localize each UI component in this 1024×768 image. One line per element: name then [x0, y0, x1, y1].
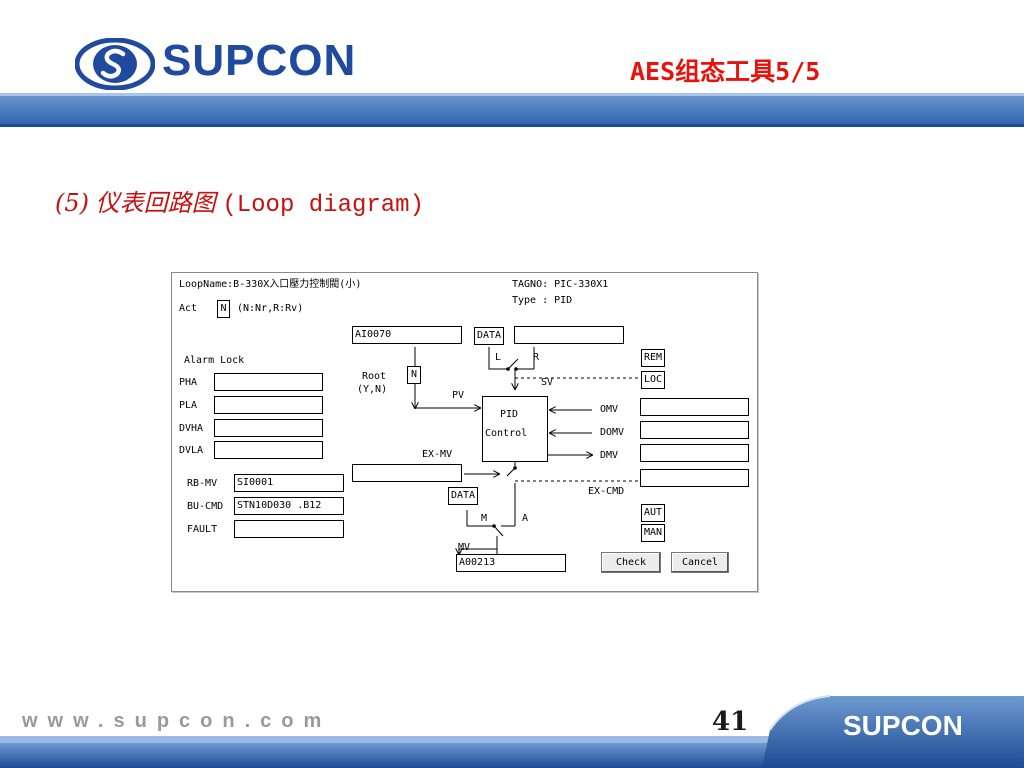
footer-band	[0, 695, 1024, 768]
loc-button[interactable]: LOC	[641, 371, 666, 389]
dvla-field[interactable]	[214, 441, 323, 459]
data-field[interactable]	[514, 326, 624, 344]
root-label: Root	[362, 371, 387, 382]
bu-cmd-label: BU-CMD	[187, 501, 224, 512]
bu-cmd-field[interactable]: STN10D030 .B12	[234, 497, 344, 515]
header-band-highlight	[0, 93, 1024, 96]
remote-label: R	[533, 352, 540, 363]
footer-brand: SUPCON	[843, 710, 963, 741]
pha-label: PHA	[179, 377, 198, 388]
omv-field[interactable]	[640, 398, 749, 416]
man-button[interactable]: MAN	[641, 524, 666, 542]
supcon-logo-icon	[75, 38, 155, 90]
dmv-field[interactable]	[640, 444, 749, 462]
mv-output-field[interactable]: A00213	[456, 554, 566, 572]
rb-mv-field[interactable]: SI0001	[234, 474, 344, 492]
pid-title: PID	[500, 409, 519, 420]
pha-field[interactable]	[214, 373, 323, 391]
root-hint: (Y,N)	[357, 384, 388, 395]
loop-name: LoopName:B-330X入口壓力控制閥(小)	[179, 279, 362, 290]
dvla-label: DVLA	[179, 445, 204, 456]
act-hint: (N:Nr,R:Rv)	[237, 303, 304, 314]
sv-label: SV	[541, 377, 554, 388]
omv-label: OMV	[600, 404, 619, 415]
ex-cmd-label: EX-CMD	[588, 486, 625, 497]
dmv-label: DMV	[600, 450, 619, 461]
page-number: 41	[712, 707, 749, 737]
ex-cmd-field[interactable]	[640, 469, 749, 487]
pid-control-block	[482, 396, 548, 462]
domv-label: DOMV	[600, 427, 625, 438]
pid-control-label: Control	[485, 428, 528, 439]
dvha-field[interactable]	[214, 419, 323, 437]
section-title-en: (Loop diagram)	[222, 192, 424, 219]
data2-tag: DATA	[448, 487, 479, 505]
auto-label: A	[522, 513, 529, 524]
fault-field[interactable]	[234, 520, 344, 538]
data-tag: DATA	[474, 327, 505, 345]
brand-name: SUPCON	[162, 36, 357, 85]
section-number: (5)	[55, 189, 89, 217]
fault-label: FAULT	[187, 524, 218, 535]
act-field[interactable]: N	[217, 300, 230, 318]
check-button[interactable]: Check	[601, 552, 661, 573]
ex-mv-field[interactable]	[352, 464, 462, 482]
rem-button[interactable]: REM	[641, 349, 666, 367]
ai-input-field[interactable]: AI0070	[352, 326, 462, 344]
rb-mv-label: RB-MV	[187, 478, 218, 489]
loop-diagram-panel: LoopName:B-330X入口壓力控制閥(小) TAGNO: PIC-330…	[171, 272, 758, 592]
loop-wires	[172, 347, 640, 556]
section-heading: (5) 仪表回路图 (Loop diagram)	[55, 183, 424, 219]
header-band-shadow	[0, 124, 1024, 127]
cancel-button[interactable]: Cancel	[671, 552, 729, 573]
pv-label: PV	[452, 390, 465, 401]
act-label: Act	[179, 303, 198, 314]
root-field[interactable]: N	[407, 366, 421, 384]
alarm-lock-label: Alarm Lock	[184, 355, 245, 366]
mv-label: MV	[458, 542, 471, 553]
dvha-label: DVHA	[179, 423, 204, 434]
ex-mv-label: EX-MV	[422, 449, 453, 460]
manual-label: M	[481, 513, 488, 524]
pla-label: PLA	[179, 400, 198, 411]
pla-field[interactable]	[214, 396, 323, 414]
domv-field[interactable]	[640, 421, 749, 439]
aut-button[interactable]: AUT	[641, 504, 666, 522]
tag-number: TAGNO: PIC-330X1	[512, 279, 609, 290]
footer-url: www.supcon.com	[22, 710, 332, 732]
header-band	[0, 93, 1024, 127]
slide-title: AES组态工具5/5	[630, 57, 821, 86]
local-label: L	[495, 352, 502, 363]
section-title-cn: 仪表回路图	[95, 189, 216, 217]
loop-type: Type : PID	[512, 295, 573, 306]
